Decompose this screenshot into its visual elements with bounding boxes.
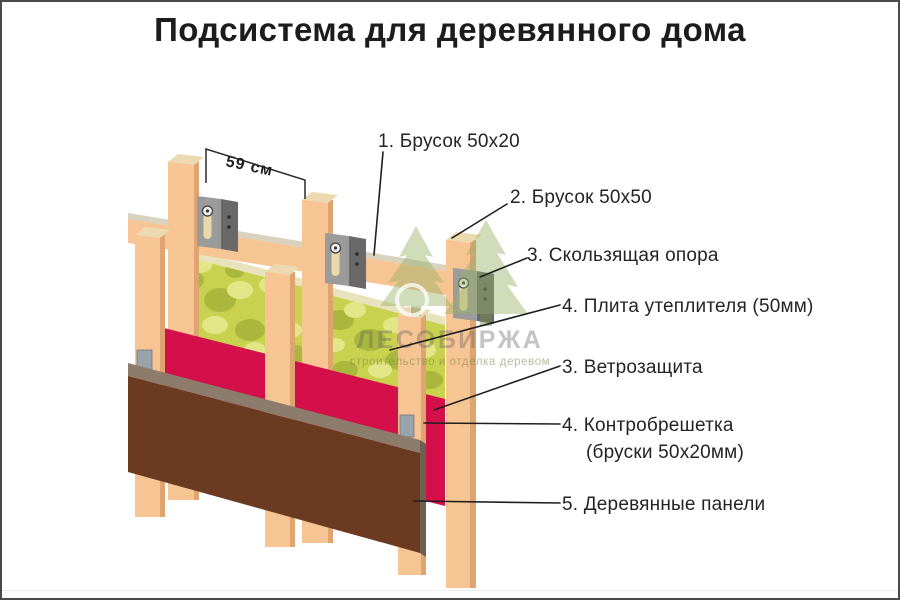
metal-clip (136, 349, 415, 438)
svg-text:строительство и отделка дерево: строительство и отделка деревом (350, 356, 550, 368)
watermark-logo-text: ЛЕСОБИРЖА строительство и отделка дерево… (350, 326, 550, 368)
callout-label-5: 3. Ветрозащита (562, 357, 703, 378)
sliding-support-bracket (453, 268, 494, 324)
sliding-support-bracket (325, 233, 366, 289)
callout-label-6: 4. Контробрешетка (бруски 50x20мм) (562, 415, 744, 463)
callout-label-1: 1. Брусок 50x20 (378, 131, 520, 152)
dimension-marker: 59 см (205, 147, 306, 199)
wood-panel (128, 363, 426, 557)
callout-label-3: 3. Скользящая опора (527, 245, 719, 266)
callout-label-4: 4. Плита утеплителя (50мм) (562, 296, 814, 317)
callout-label-7: 5. Деревянные панели (562, 494, 766, 515)
page-title: Подсистема для деревянного дома (154, 11, 746, 48)
dimension-label: 59 см (224, 153, 274, 180)
sliding-support-bracket (197, 196, 238, 252)
svg-text:ЛЕСОБИРЖА: ЛЕСОБИРЖА (357, 326, 544, 354)
watermark-trees (380, 220, 528, 326)
bottom-hairline (2, 590, 898, 591)
leader-lines (373, 151, 561, 504)
callout-label-2: 2. Брусок 50x50 (510, 187, 652, 208)
